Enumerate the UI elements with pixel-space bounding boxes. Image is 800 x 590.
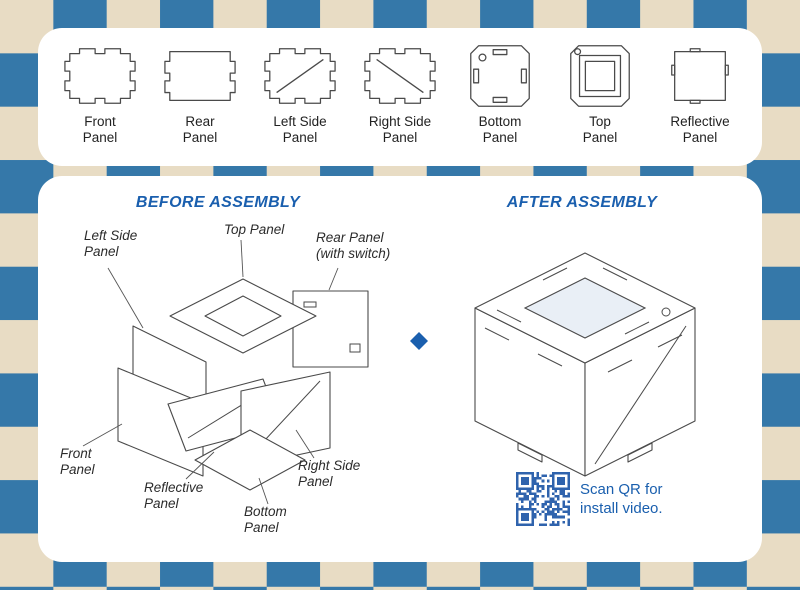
exploded-front-panel <box>117 367 204 477</box>
callout-front-panel: Front Panel <box>60 446 95 478</box>
after-assembly-title: AFTER ASSEMBLY <box>506 194 658 211</box>
assembly-diagram <box>82 239 696 505</box>
front-panel-icon <box>64 48 136 104</box>
panel-label-right-side: Right Side Panel <box>368 114 432 146</box>
callout-rear-panel: Rear Panel (with switch) <box>316 230 391 262</box>
panel-item-reflective: Reflective Panel <box>650 38 750 146</box>
panel-strip-card: Front Panel Rear Panel Left Side Panel R… <box>38 28 762 166</box>
callout-right-side-panel: Right Side Panel <box>298 458 361 490</box>
panel-label-top: Top Panel <box>582 114 618 146</box>
callout-bottom-panel: Bottom Panel <box>244 504 287 536</box>
panel-item-top: Top Panel <box>550 38 650 146</box>
panel-item-rear: Rear Panel <box>150 38 250 146</box>
divider-diamond-icon <box>410 332 428 350</box>
qr-block: Scan QR for install video. <box>516 472 663 526</box>
assembled-cube <box>474 252 696 477</box>
callout-top-panel: Top Panel <box>224 222 285 237</box>
panel-item-front: Front Panel <box>50 38 150 146</box>
panel-label-bottom: Bottom Panel <box>478 114 522 146</box>
top-panel-icon <box>570 45 630 107</box>
panel-label-front: Front Panel <box>82 114 118 146</box>
leader-lines <box>82 239 339 505</box>
exploded-top-panel <box>169 278 317 354</box>
exploded-view <box>117 278 369 491</box>
assembly-card: BEFORE ASSEMBLY AFTER ASSEMBLY <box>38 176 762 562</box>
qr-caption: Scan QR for install video. <box>580 480 663 517</box>
callout-reflective-panel: Reflective Panel <box>144 480 204 512</box>
exploded-bottom-panel <box>194 429 306 491</box>
panel-item-left-side: Left Side Panel <box>250 38 350 146</box>
callout-left-side-panel: Left Side Panel <box>84 228 138 260</box>
panel-label-rear: Rear Panel <box>182 114 218 146</box>
bottom-panel-icon <box>470 45 530 107</box>
reflective-panel-icon <box>671 48 729 104</box>
right-side-panel-icon <box>364 48 436 104</box>
panel-label-left-side: Left Side Panel <box>273 114 327 146</box>
qr-code <box>516 472 570 526</box>
panel-label-reflective: Reflective Panel <box>670 114 730 146</box>
exploded-rear-panel <box>292 290 369 368</box>
rear-panel-icon <box>164 51 236 101</box>
panel-item-right-side: Right Side Panel <box>350 38 450 146</box>
left-side-panel-icon <box>264 48 336 104</box>
panel-item-bottom: Bottom Panel <box>450 38 550 146</box>
before-assembly-title: BEFORE ASSEMBLY <box>135 194 301 211</box>
